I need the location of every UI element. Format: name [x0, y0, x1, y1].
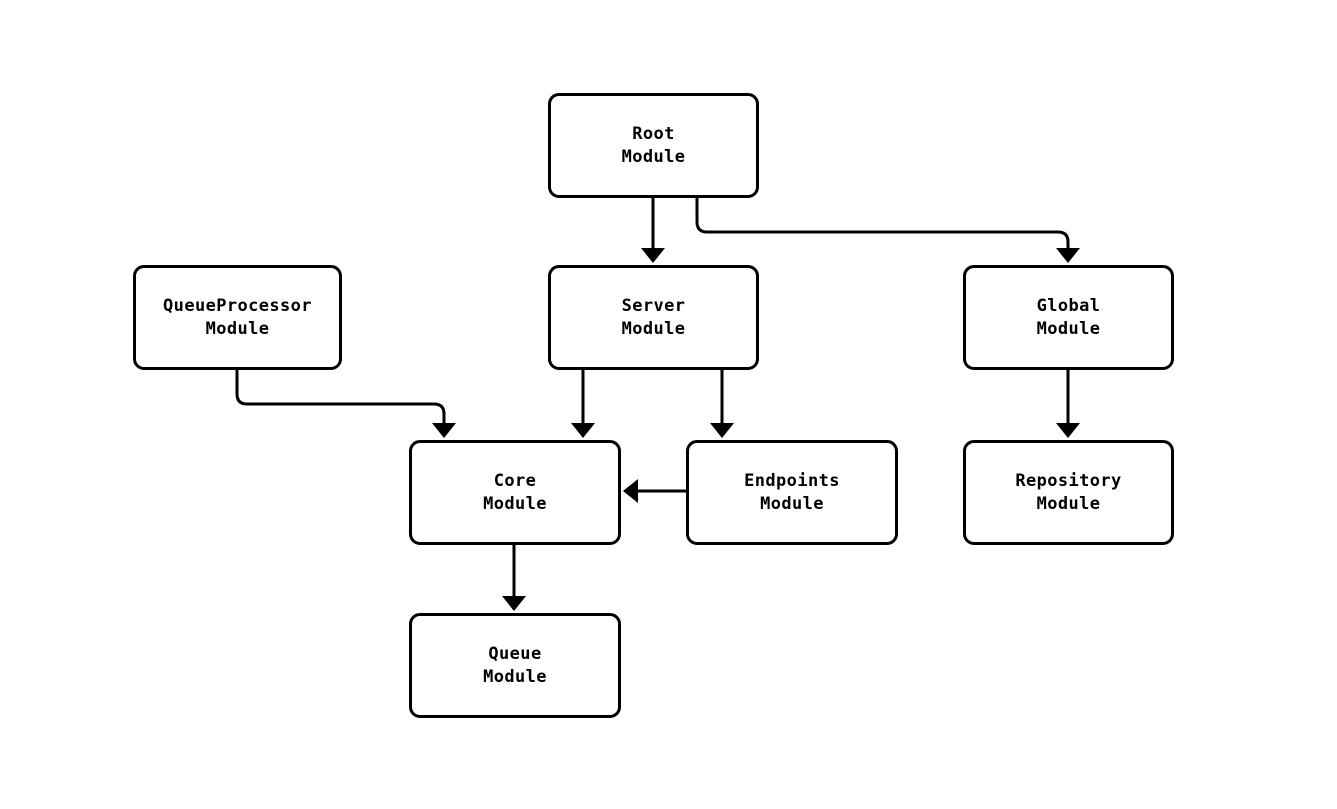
arrowhead-icon	[710, 423, 734, 438]
arrowhead-icon	[1056, 248, 1080, 263]
node-label-secondary: Module	[205, 318, 270, 339]
node-label-primary: QueueProcessor	[163, 295, 312, 316]
arrowhead-icon	[502, 596, 526, 611]
arrowhead-icon	[641, 248, 665, 263]
node-label-primary: Endpoints	[744, 470, 840, 491]
arrowhead-icon	[571, 423, 595, 438]
edge-server-to-core	[571, 370, 595, 438]
node-label-secondary: Module	[621, 146, 686, 167]
node-label-secondary: Module	[1036, 493, 1101, 514]
edge-global-to-repository	[1056, 370, 1080, 438]
node-label-primary: Repository	[1015, 470, 1122, 491]
node-label-secondary: Module	[760, 493, 824, 514]
node-label-primary: Queue	[488, 643, 542, 664]
node-label-secondary: Module	[483, 666, 547, 687]
arrowhead-icon	[623, 479, 638, 503]
edge-root-to-global	[695, 198, 1080, 263]
edge-core-to-queue	[502, 545, 526, 611]
node-label-secondary: Module	[483, 493, 547, 514]
node-label-primary: Server	[621, 295, 686, 316]
node-label-primary: Core	[493, 470, 537, 491]
edge-endpoints-to-core	[623, 479, 686, 503]
edge-queueprocessor-to-core	[235, 370, 456, 438]
edge-server-to-endpoints	[710, 370, 734, 438]
node-label-secondary: Module	[621, 318, 686, 339]
edge-root-to-server	[641, 198, 665, 263]
node-label-primary: Global	[1036, 295, 1101, 316]
node-label-primary: Root	[632, 123, 675, 144]
arrowhead-icon	[432, 423, 456, 438]
edge-line	[235, 370, 446, 426]
edge-line	[695, 198, 1070, 251]
arrowhead-icon	[1056, 423, 1080, 438]
node-label-secondary: Module	[1036, 318, 1101, 339]
